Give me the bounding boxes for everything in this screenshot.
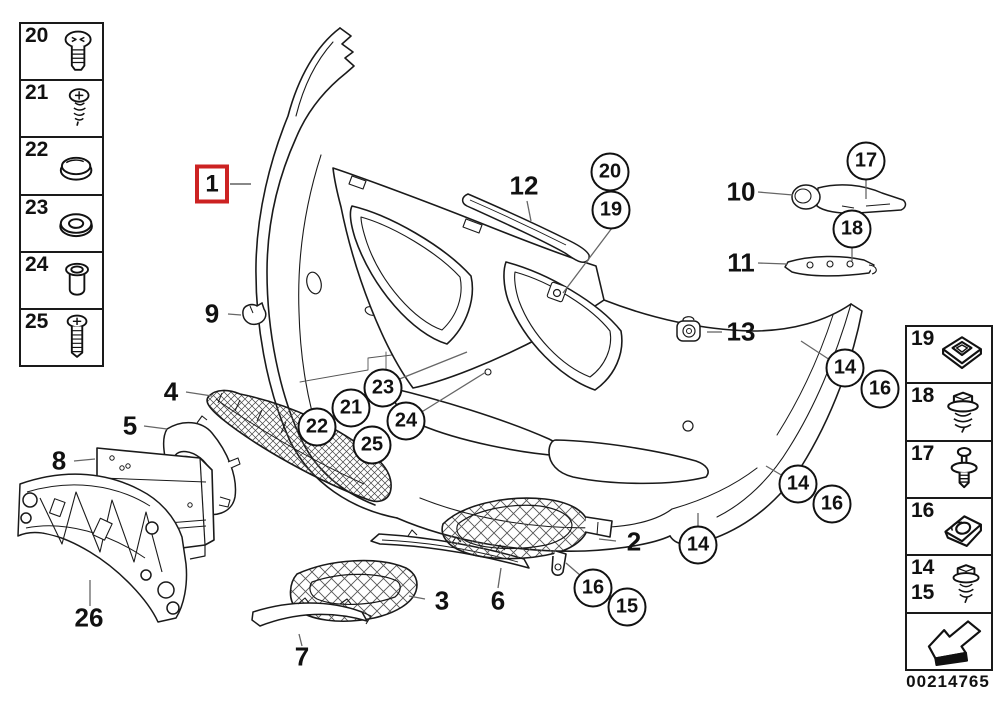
panel-item-label: 20 (25, 24, 49, 47)
callout-10[interactable]: 10 (726, 176, 756, 207)
hex-washer-screw-icon (947, 391, 979, 433)
callout-21[interactable]: 21 (331, 388, 371, 428)
part-right-grille-2 (441, 497, 613, 576)
panel-item-22[interactable]: 22 (21, 138, 102, 196)
diagram-code: 00214765 (906, 672, 990, 691)
part-impact-absorber-26 (17, 473, 188, 623)
callout-5[interactable]: 5 (122, 410, 138, 441)
callout-4[interactable]: 4 (163, 376, 179, 407)
callout-15[interactable]: 15 (607, 587, 647, 627)
callout-12[interactable]: 12 (509, 170, 539, 201)
panel-item-label: 14 (911, 556, 935, 580)
phillips-screw-long-icon (66, 315, 88, 359)
sleeve-nut-icon (65, 263, 89, 296)
callout-11[interactable]: 11 (727, 247, 755, 278)
panel-item-20[interactable]: 20 (21, 24, 102, 82)
washer-icon (59, 213, 93, 238)
panel-item-23[interactable]: 23 (21, 196, 102, 253)
torx-screw-icon (64, 30, 92, 71)
panel-item-label: 19 (911, 327, 935, 350)
part-cap-9 (242, 301, 267, 326)
callout-7[interactable]: 7 (294, 641, 310, 672)
callout-1[interactable]: 1 (195, 164, 229, 204)
hex-tapping-screw-icon (952, 564, 980, 604)
right-fastener-panel: 19 18 17 16 (905, 325, 993, 671)
square-clip-nut-icon (942, 335, 982, 369)
left-fastener-panel: 20 21 22 23 24 (19, 22, 104, 367)
panel-item-24[interactable]: 24 (21, 253, 102, 310)
callout-17[interactable]: 17 (846, 141, 886, 181)
panel-item-label: 17 (911, 441, 935, 465)
panel-item-16[interactable]: 16 (907, 498, 991, 557)
callout-9[interactable]: 9 (204, 298, 220, 329)
callout-16[interactable]: 16 (573, 568, 613, 608)
callout-26[interactable]: 26 (74, 602, 104, 633)
panel-item-25[interactable]: 25 (21, 310, 102, 365)
panel-item-label: 24 (25, 252, 49, 276)
leader-lines (73, 180, 867, 647)
callout-24[interactable]: 24 (386, 401, 426, 441)
panel-item-arrow[interactable] (907, 614, 991, 669)
panel-item-label: 16 (911, 498, 935, 522)
callout-20[interactable]: 20 (590, 152, 630, 192)
part-trim-strip-12 (461, 193, 590, 263)
panel-item-21[interactable]: 21 (21, 81, 102, 139)
part-strip-7 (251, 597, 372, 627)
callout-19[interactable]: 19 (591, 190, 631, 230)
callout-25[interactable]: 25 (352, 425, 392, 465)
phillips-screw-icon (68, 87, 90, 126)
panel-item-17[interactable]: 17 (907, 442, 991, 499)
callout-14[interactable]: 14 (825, 348, 865, 388)
part-grille-frame (332, 167, 623, 391)
panel-item-label: 18 (911, 384, 935, 408)
callout-22[interactable]: 22 (297, 407, 337, 447)
part-center-grille-4 (206, 389, 392, 503)
part-clip-13 (676, 316, 701, 342)
sheet-metal-nut-icon (944, 514, 982, 547)
part-fog-lamp-bracket-10 (791, 184, 907, 224)
panel-item-label: 15 (911, 581, 935, 605)
panel-item-label: 22 (25, 138, 49, 162)
direction-arrow-icon (927, 620, 982, 667)
callout-16[interactable]: 16 (860, 369, 900, 409)
grommet-icon (59, 156, 93, 181)
callout-14[interactable]: 14 (778, 464, 818, 504)
callout-18[interactable]: 18 (832, 209, 872, 249)
panel-item-14-15[interactable]: 14 15 (907, 556, 991, 614)
callout-13[interactable]: 13 (726, 316, 756, 347)
panel-item-label: 21 (25, 81, 49, 105)
panel-item-label: 25 (25, 309, 49, 333)
callout-14[interactable]: 14 (678, 525, 718, 565)
callout-6[interactable]: 6 (490, 585, 506, 616)
panel-item-18[interactable]: 18 (907, 384, 991, 442)
panel-item-label: 23 (25, 195, 49, 219)
panel-item-19[interactable]: 19 (907, 327, 991, 385)
callout-8[interactable]: 8 (51, 445, 67, 476)
callout-3[interactable]: 3 (434, 585, 450, 616)
callout-2[interactable]: 2 (626, 526, 642, 557)
callout-16[interactable]: 16 (812, 484, 852, 524)
part-bracket-11 (784, 255, 877, 277)
expansion-rivet-icon (950, 447, 978, 489)
callout-23[interactable]: 23 (363, 368, 403, 408)
